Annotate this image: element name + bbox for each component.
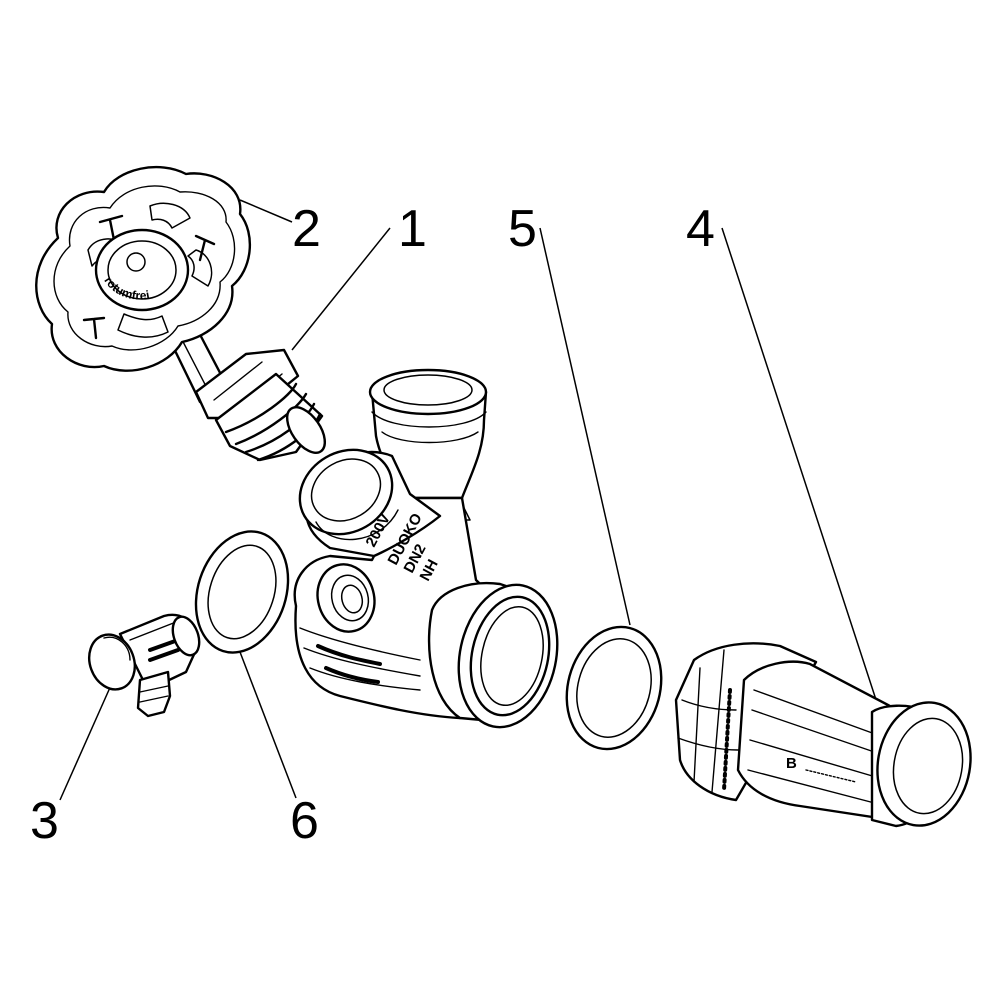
- valve-body: 200V DUOKO DN2 NH: [293, 368, 559, 729]
- leader-line-2: [239, 199, 293, 223]
- leader-line-5: [539, 227, 631, 626]
- part-6-gasket: [194, 530, 290, 654]
- drain-valve-hose-nozzle: [136, 670, 172, 718]
- part-2-handwheel: rotumfrei: [35, 165, 252, 404]
- union-mark-text: B: [786, 755, 797, 772]
- leader-line-3: [59, 682, 113, 801]
- leader-line-6: [239, 651, 297, 799]
- gasket-5-inner: [576, 638, 652, 738]
- part-1-bonnet: [194, 348, 327, 462]
- callout-2: 2: [292, 200, 321, 258]
- callout-1: 1: [398, 200, 427, 258]
- part-3-drain-valve: [88, 613, 201, 718]
- drain-valve-cap: [88, 633, 136, 691]
- callout-6: 6: [290, 792, 319, 850]
- body-angled-port-inner: [310, 458, 382, 522]
- handwheel-marker-top: [98, 214, 124, 242]
- body-outlet-port-inner: [480, 605, 544, 707]
- union-sleeve: [736, 660, 894, 822]
- drain-valve-thread: [171, 615, 201, 657]
- handwheel-marker-bottom: [82, 316, 106, 340]
- bonnet-stem-end: [285, 406, 327, 454]
- leader-lines: [59, 199, 881, 801]
- leader-line-4: [721, 227, 881, 713]
- bonnet-hex-nut: [194, 348, 300, 420]
- union-knurl-left: [722, 688, 732, 792]
- callout-4: 4: [686, 200, 715, 258]
- part-5-gasket: [565, 625, 663, 751]
- union-end-inner: [892, 717, 964, 815]
- callout-numbers: 2 1 5 4 3 6: [30, 200, 715, 850]
- gasket-6-inner: [207, 544, 277, 640]
- callout-5: 5: [508, 200, 537, 258]
- leader-line-1: [291, 227, 391, 351]
- handwheel-marker-right: [194, 234, 216, 262]
- handwheel-center-cap: [126, 252, 146, 272]
- callout-3: 3: [30, 792, 59, 850]
- body-top-port-inner: [383, 374, 473, 406]
- part-4-union-extension: B: [674, 642, 972, 828]
